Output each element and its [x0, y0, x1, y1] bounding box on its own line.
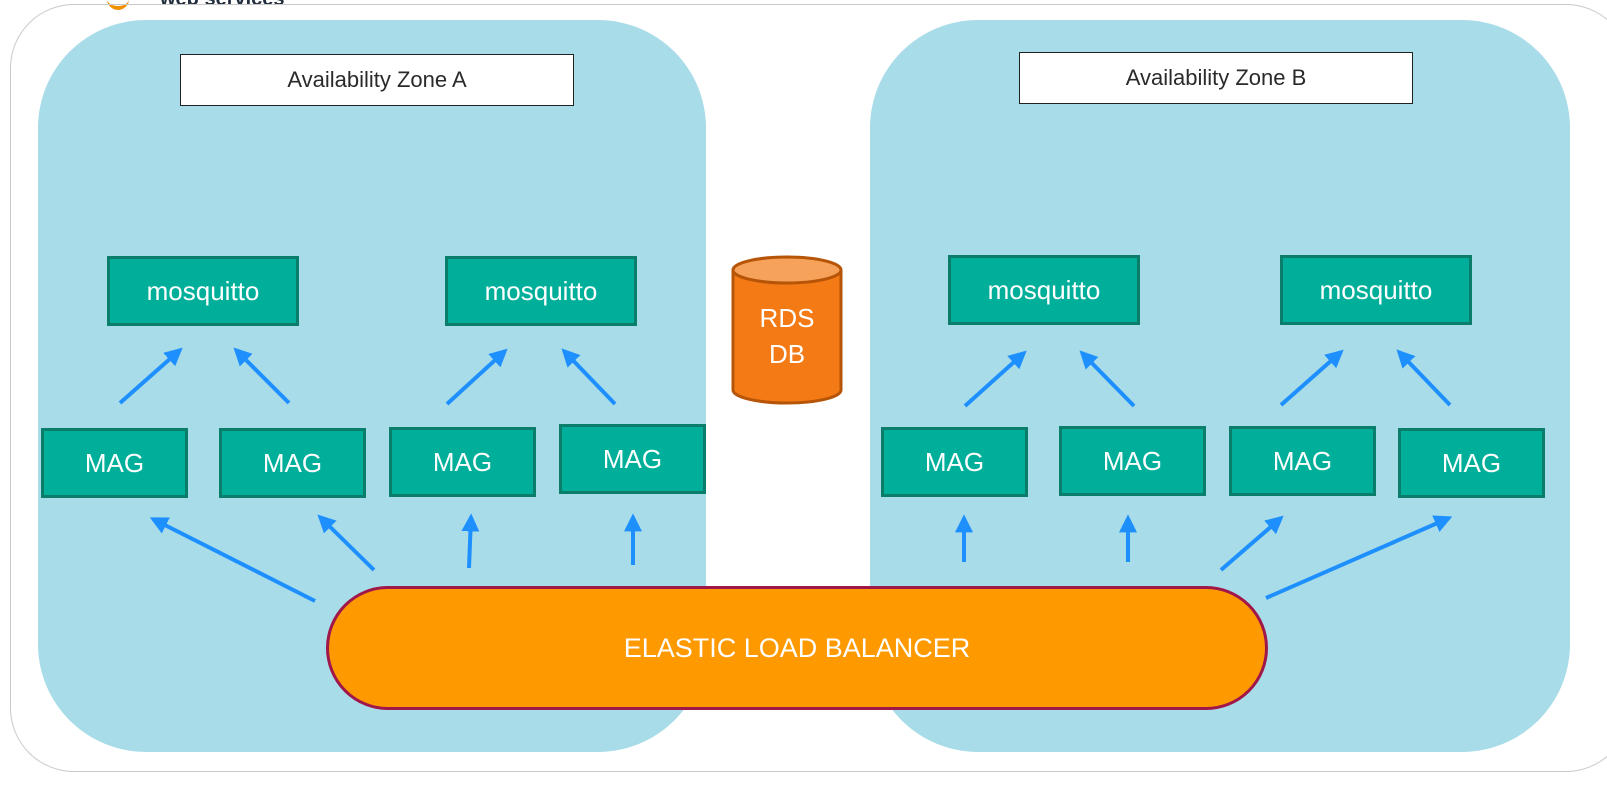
mag-node: MAG — [219, 428, 366, 498]
mag-node: MAG — [1059, 426, 1206, 496]
mosquitto-node: mosquitto — [948, 255, 1140, 325]
mosquitto-node: mosquitto — [107, 256, 299, 326]
aws-smile-icon — [107, 0, 129, 10]
zone-a-label: Availability Zone A — [180, 54, 574, 106]
zone-b-label: Availability Zone B — [1019, 52, 1413, 104]
mosquitto-node: mosquitto — [1280, 255, 1472, 325]
db-label-line: DB — [768, 339, 806, 369]
database-icon — [731, 255, 843, 405]
region-container — [10, 4, 1607, 772]
mosquitto-node: mosquitto — [445, 256, 637, 326]
rds-db-label: RDS DB — [730, 300, 844, 372]
mag-node: MAG — [881, 427, 1028, 497]
elastic-load-balancer: ELASTIC LOAD BALANCER — [326, 586, 1268, 710]
mag-node: MAG — [559, 424, 706, 494]
mag-node: MAG — [1229, 426, 1376, 496]
mag-node: MAG — [389, 427, 536, 497]
rds-label-line: RDS — [759, 303, 815, 333]
mag-node: MAG — [41, 428, 188, 498]
mag-node: MAG — [1398, 428, 1545, 498]
